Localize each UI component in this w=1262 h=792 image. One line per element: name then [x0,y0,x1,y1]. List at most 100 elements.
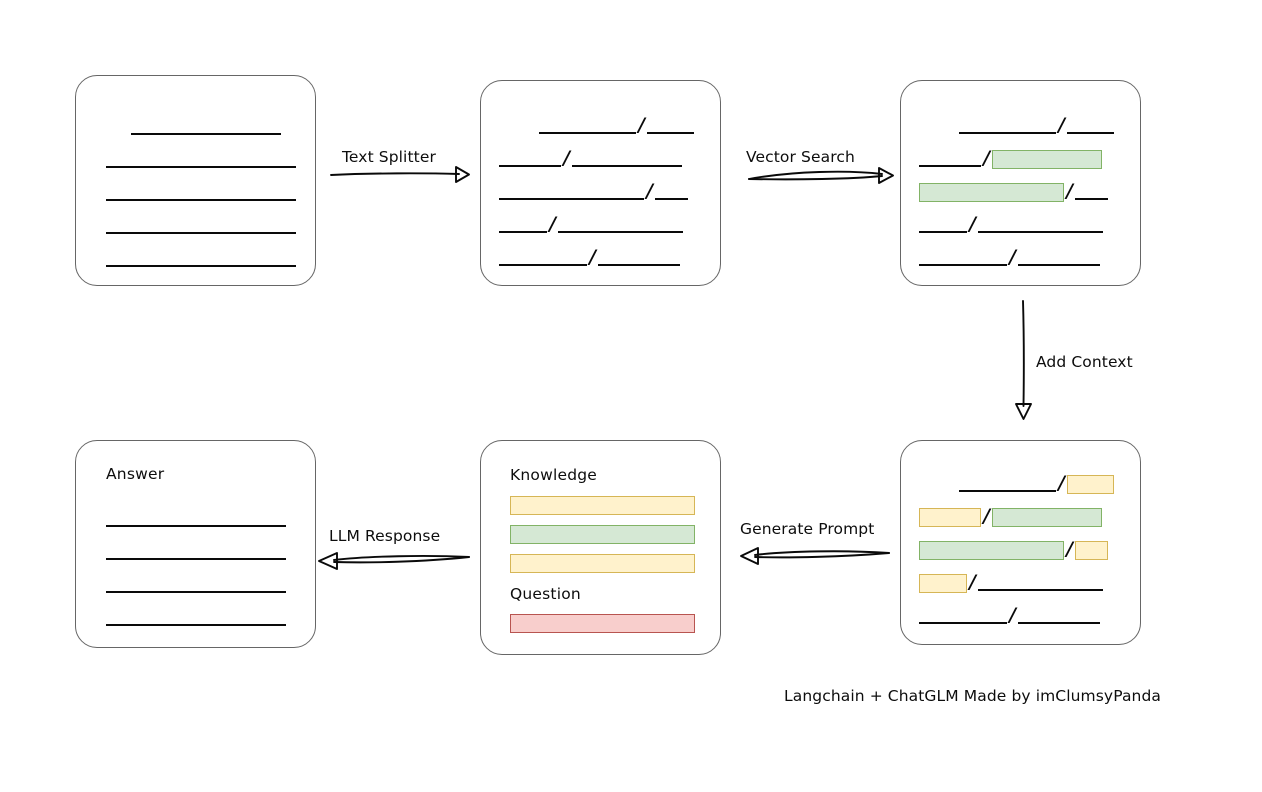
context-document-rows: / / / / / [901,441,1140,644]
node-vector-matched-document[interactable]: / / / / / [900,80,1141,286]
node-answer-panel[interactable]: Answer [75,440,316,648]
edge-label-generate-prompt: Generate Prompt [740,520,875,538]
text-line-segment [106,624,286,626]
text-row: / [481,148,720,170]
chunk-separator-slash: / [563,146,570,169]
text-row: / [901,572,1140,594]
text-line-segment [106,232,296,234]
chunk-chip-green[interactable] [919,540,1064,560]
text-line-segment [646,132,694,134]
text-line-segment [1074,198,1108,200]
text-line-segment [539,132,636,134]
chunk-separator-slash: / [1058,471,1065,494]
text-line-segment [571,165,682,167]
source-document-rows [76,76,315,285]
answer-label: Answer [106,465,165,483]
text-row: / [901,605,1140,627]
chunk-separator-slash: / [589,245,596,268]
answer-rows [76,496,315,647]
text-line-segment [499,198,644,200]
question-label: Question [510,585,581,603]
text-line-segment [977,231,1103,233]
edge-label-add-context: Add Context [1036,353,1133,371]
chunk-chip-green[interactable] [919,182,1064,202]
text-row [76,149,315,171]
text-line-segment [106,591,286,593]
text-line-segment [106,265,296,267]
text-row: / [901,181,1140,203]
split-document-rows: / / / / / [481,81,720,285]
text-line-segment [106,166,296,168]
node-context-document[interactable]: / / / / / [900,440,1141,645]
arrow-generate-prompt [740,547,890,565]
text-line-segment [977,589,1103,591]
chunk-separator-slash: / [1009,245,1016,268]
text-row [76,215,315,237]
chunk-separator-slash: / [549,212,556,235]
arrow-vector-search [748,167,894,184]
chunk-chip-green[interactable] [991,507,1102,527]
text-row: / [481,214,720,236]
chunk-separator-slash: / [969,212,976,235]
knowledge-bar-yellow[interactable] [510,496,695,515]
text-line-segment [499,264,587,266]
arrow-llm-response [318,552,470,570]
edge-label-text-splitter: Text Splitter [342,148,436,166]
chunk-chip-yellow[interactable] [919,573,967,593]
chunk-separator-slash: / [969,570,976,593]
text-line-segment [597,264,680,266]
text-line-segment [919,231,967,233]
text-row: / [901,247,1140,269]
text-row: / [481,181,720,203]
edge-label-llm-response: LLM Response [329,527,441,545]
text-line-segment [499,165,561,167]
arrow-text-splitter [330,166,470,183]
text-row [76,607,315,629]
text-row: / [901,148,1140,170]
text-line-segment [499,231,547,233]
arrow-add-context [1015,300,1032,420]
chunk-separator-slash: / [1009,603,1016,626]
text-row [76,541,315,563]
chunk-separator-slash: / [1066,179,1073,202]
footer-note: Langchain + ChatGLM Made by imClumsyPand… [784,687,1162,705]
text-line-segment [919,622,1007,624]
text-row: / [901,539,1140,561]
text-line-segment [106,558,286,560]
chunk-separator-slash: / [638,113,645,136]
edge-label-vector-search: Vector Search [746,148,855,166]
text-row: / [901,214,1140,236]
text-line-segment [557,231,683,233]
chunk-chip-yellow[interactable] [1066,474,1114,494]
text-line-segment [106,525,286,527]
text-line-segment [959,490,1056,492]
text-line-segment [959,132,1056,134]
text-line-segment [919,165,981,167]
knowledge-bar-green[interactable] [510,525,695,544]
chunk-chip-green[interactable] [991,149,1102,169]
text-row: / [481,115,720,137]
text-line-segment [1066,132,1114,134]
text-row [76,574,315,596]
text-row: / [901,506,1140,528]
text-row [76,182,315,204]
text-row [76,248,315,270]
chunk-separator-slash: / [1058,113,1065,136]
text-row: / [901,473,1140,495]
text-row [76,508,315,530]
text-line-segment [654,198,688,200]
node-source-document[interactable] [75,75,316,286]
chunk-chip-yellow[interactable] [1074,540,1108,560]
chunk-chip-yellow[interactable] [919,507,981,527]
node-prompt-panel[interactable]: Knowledge Question [480,440,721,655]
question-bar-red[interactable] [510,614,695,633]
text-row: / [901,115,1140,137]
text-line-segment [1017,264,1100,266]
chunk-separator-slash: / [983,504,990,527]
node-split-document[interactable]: / / / / / [480,80,721,286]
text-line-segment [1017,622,1100,624]
knowledge-bar-yellow[interactable] [510,554,695,573]
chunk-separator-slash: / [646,179,653,202]
text-line-segment [131,133,281,135]
